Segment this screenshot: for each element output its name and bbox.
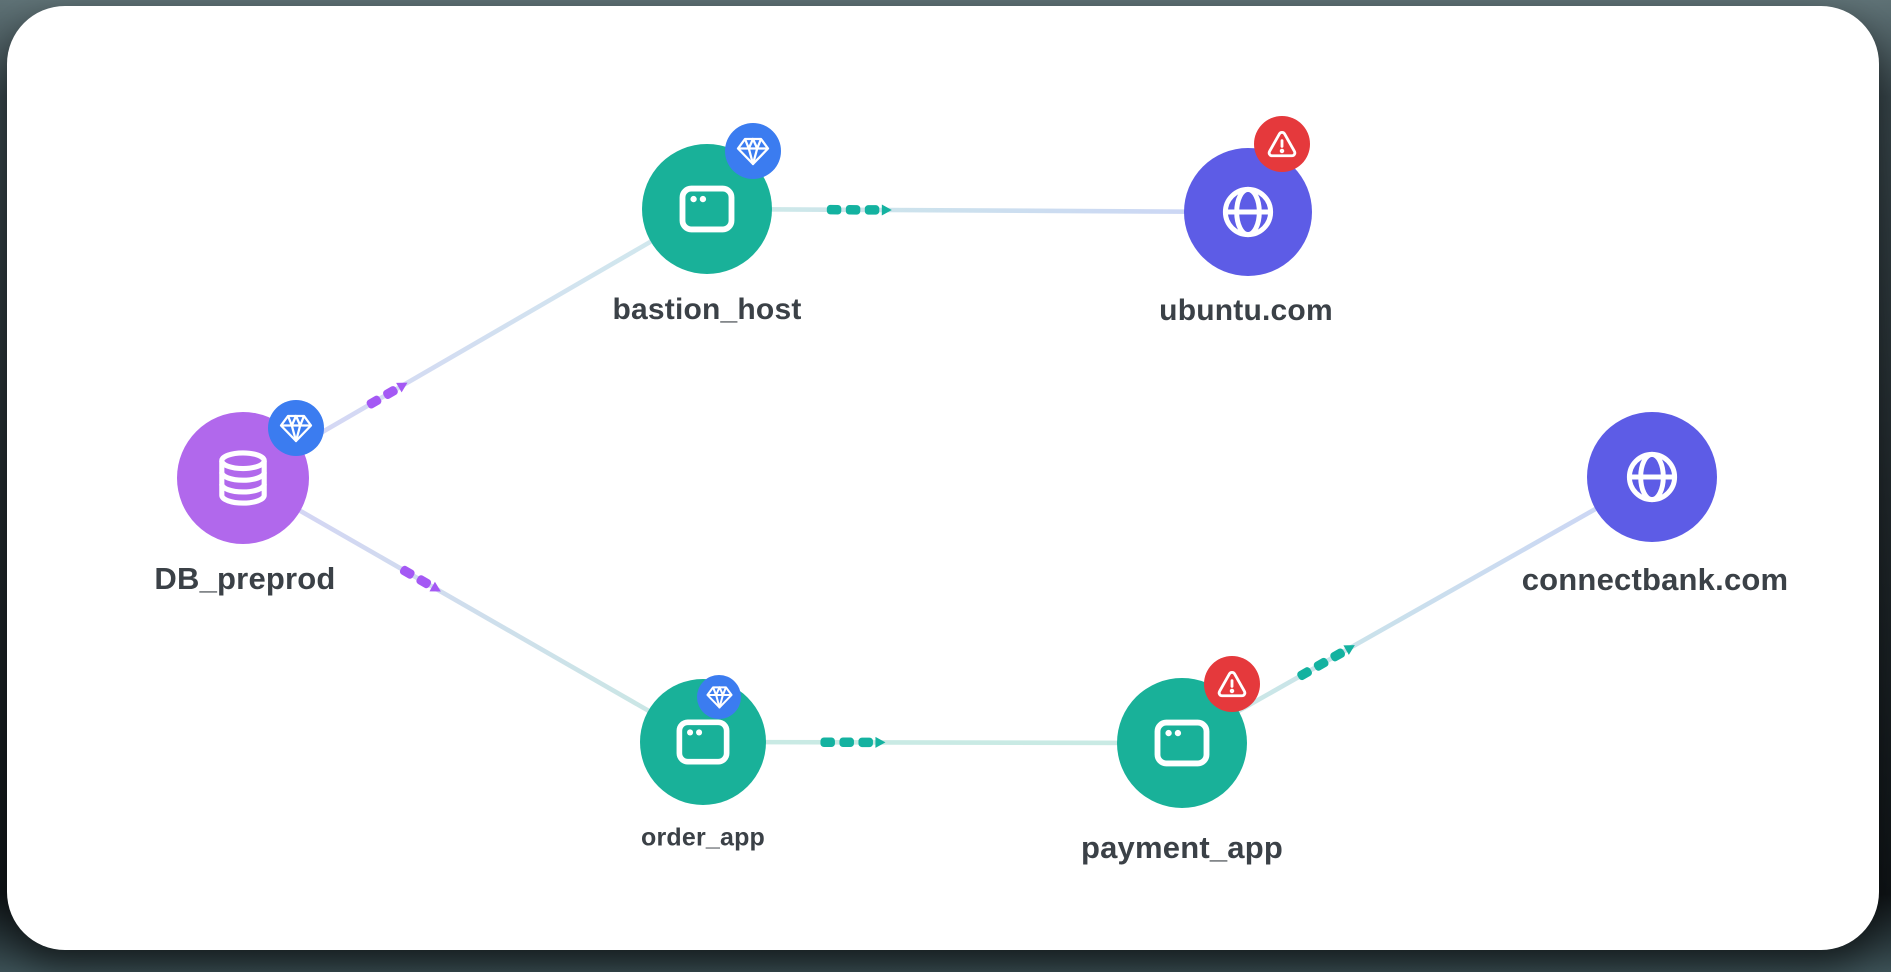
edge-traffic-marker — [399, 565, 441, 592]
warning-badge[interactable] — [1204, 656, 1260, 712]
node-label-ubuntu-com: ubuntu.com — [1159, 294, 1333, 327]
edge-DB_preprod-to-order_app[interactable] — [241, 476, 705, 744]
app-window-icon — [679, 184, 735, 234]
node-label-db-preprod: DB_preprod — [154, 561, 336, 596]
warning-badge[interactable] — [1254, 116, 1310, 172]
graph-node-connectbank-com[interactable] — [1587, 412, 1717, 542]
app-window-icon — [1154, 718, 1210, 768]
gem-badge[interactable] — [697, 675, 741, 719]
edge-traffic-marker — [1297, 645, 1355, 681]
edge-bastion_host-to-ubuntu.com[interactable] — [706, 206, 1249, 215]
app-window-icon — [676, 718, 730, 766]
edge-traffic-marker — [820, 736, 886, 748]
node-label-payment-app: payment_app — [1080, 830, 1284, 865]
globe-icon — [1624, 449, 1680, 505]
node-label-order-app: order_app — [640, 823, 766, 852]
database-icon — [214, 449, 272, 507]
edge-traffic-marker — [826, 204, 892, 216]
graph-canvas-card — [7, 6, 1879, 950]
edge-payment_app-to-connectbank.com[interactable] — [1180, 474, 1654, 746]
gem-badge[interactable] — [725, 123, 781, 179]
gem-badge[interactable] — [268, 400, 324, 456]
node-label-connectbank-com: connectbank.com — [1521, 562, 1789, 597]
globe-icon — [1220, 184, 1276, 240]
node-label-bastion-host: bastion_host — [612, 293, 802, 326]
edge-order_app-to-payment_app[interactable] — [702, 739, 1183, 746]
edge-traffic-marker — [366, 382, 408, 409]
